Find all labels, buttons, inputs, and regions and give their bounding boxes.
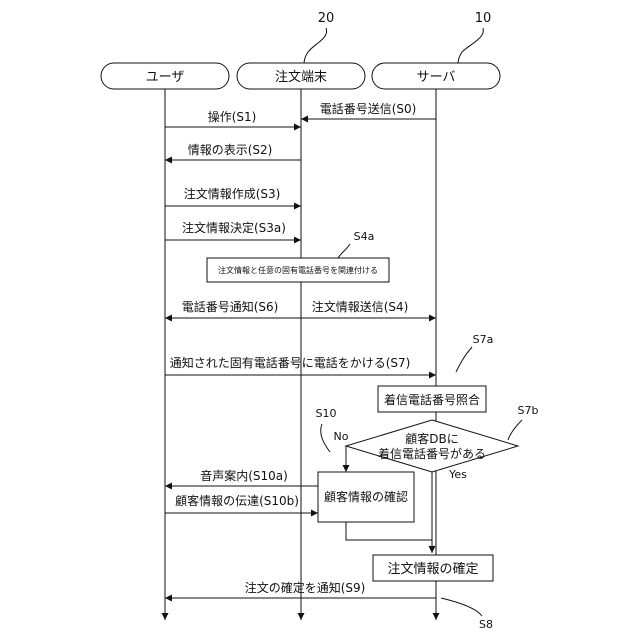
participant-label-server: サーバ (417, 70, 456, 85)
branch-label-no: No (334, 430, 349, 443)
message-s6: 電話番号通知(S6) (182, 299, 279, 314)
message-s2: 情報の表示(S2) (188, 143, 273, 157)
ref-leader-server (458, 28, 483, 66)
ref-number-server: 10 (475, 11, 492, 26)
process-text-s4a: 注文情報と任意の固有電話番号を関連付ける (218, 265, 378, 275)
message-s9: 注文の確定を通知(S9) (245, 580, 366, 595)
step-id-s7b: S7b (518, 404, 539, 417)
message-s3a: 注文情報決定(S3a) (182, 220, 286, 235)
leader-s8 (441, 598, 482, 616)
message-s10a: 音声案内(S10a) (200, 468, 288, 483)
message-s0: 電話番号送信(S0) (320, 101, 417, 116)
message-s3: 注文情報作成(S3) (184, 186, 281, 201)
process-text-s7a: 着信電話番号照合 (384, 392, 480, 407)
branch-label-yes: Yes (448, 468, 467, 481)
leader-s7b (508, 420, 522, 440)
ref-number-terminal: 20 (318, 11, 335, 26)
ref-leader-terminal (304, 28, 327, 66)
step-id-s8: S8 (479, 618, 493, 631)
leader-s7a (456, 347, 472, 372)
merge-path-s10 (346, 522, 432, 540)
step-id-s7a: S7a (473, 333, 494, 346)
process-text-s8: 注文情報の確定 (387, 561, 478, 577)
participant-server: サーバ (372, 63, 500, 89)
participant-label-user: ユーザ (146, 70, 185, 85)
decision-text-s7b-line2: 着信電話番号がある (378, 446, 486, 461)
participant-terminal: 注文端末 (237, 63, 365, 89)
participant-user: ユーザ (101, 63, 229, 89)
leader-s10 (321, 424, 330, 452)
step-id-s10: S10 (316, 407, 337, 420)
message-s1: 操作(S1) (208, 109, 257, 124)
decision-diamond-s7b (346, 420, 518, 472)
participant-label-terminal: 注文端末 (275, 70, 327, 85)
message-s4: 注文情報送信(S4) (312, 299, 409, 314)
decision-text-s7b-line1: 顧客DBに (405, 431, 458, 446)
step-id-s4a: S4a (354, 230, 375, 243)
message-s7: 通知された固有電話番号に電話をかける(S7) (170, 355, 411, 370)
message-s10b: 顧客情報の伝達(S10b) (175, 493, 299, 508)
leader-s4a (338, 244, 350, 258)
process-text-s10: 顧客情報の確認 (324, 489, 408, 504)
